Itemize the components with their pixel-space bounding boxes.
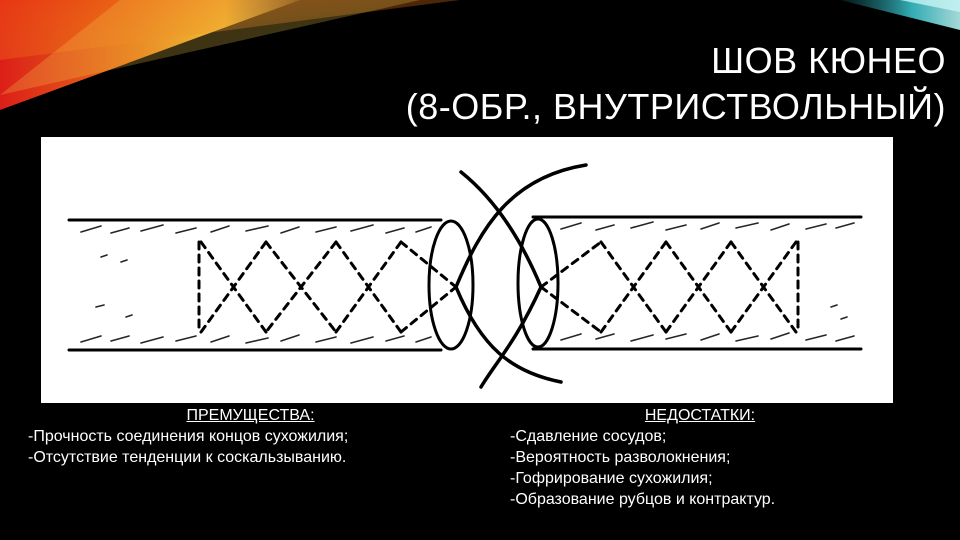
disadvantage-item: -Образование рубцов и контрактур. bbox=[510, 491, 776, 508]
disadvantages-heading: НЕДОСТАТКИ: bbox=[644, 407, 756, 424]
disadvantage-item: -Гофрирование сухожилия; bbox=[510, 470, 713, 487]
disadvantages-block: НЕДОСТАТКИ: -Сдавление сосудов; -Вероятн… bbox=[510, 405, 950, 510]
shard-right-1 bbox=[840, 0, 960, 30]
shard-left-3 bbox=[0, 0, 420, 95]
decorative-shards bbox=[0, 0, 960, 110]
slide-title: ШОВ КЮНЕО (8-ОБР., ВНУТРИСТВОЛЬНЫЙ) bbox=[346, 38, 946, 130]
disadvantage-item: -Сдавление сосудов; bbox=[510, 428, 667, 445]
shard-left-2 bbox=[0, 0, 460, 60]
advantages-heading: ПРЕМУЩЕСТВА: bbox=[186, 407, 315, 424]
disadvantage-item: -Вероятность разволокнения; bbox=[510, 449, 731, 466]
tendon-suture-illustration bbox=[41, 137, 893, 403]
advantage-item: -Отсутствие тенденции к соскальзыванию. bbox=[28, 449, 347, 466]
title-line-1: ШОВ КЮНЕО bbox=[711, 40, 946, 81]
shard-right-2 bbox=[900, 0, 960, 12]
advantage-item: -Прочность соединения концов сухожилия; bbox=[28, 428, 349, 445]
title-line-2: (8-ОБР., ВНУТРИСТВОЛЬНЫЙ) bbox=[405, 86, 946, 127]
advantages-block: ПРЕМУЩЕСТВА: -Прочность соединения концо… bbox=[28, 405, 473, 468]
